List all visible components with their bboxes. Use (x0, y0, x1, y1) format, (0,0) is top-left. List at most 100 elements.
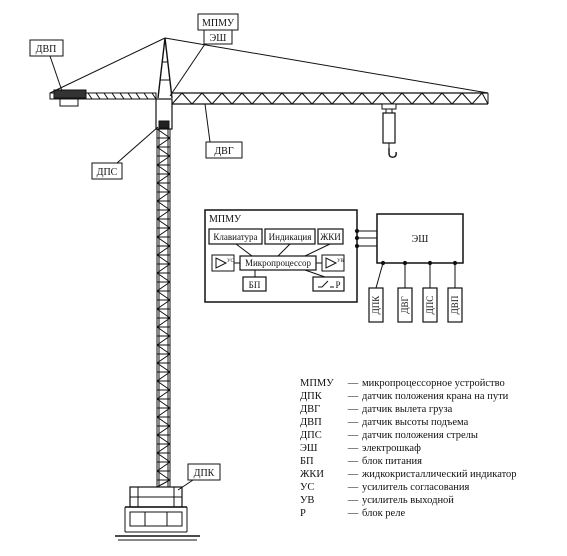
legend-dash: — (347, 404, 359, 415)
lattice-member (156, 434, 171, 445)
lattice-member (261, 92, 273, 105)
label-box-dvg (205, 141, 243, 159)
indication-label: Индикация (269, 232, 312, 242)
lattice-member (156, 128, 171, 139)
lattice-member (156, 317, 171, 328)
lattice-member (156, 362, 171, 373)
lattice-member (156, 227, 171, 238)
legend-abbr: УВ (300, 495, 315, 506)
bp-label: БП (249, 280, 261, 290)
lattice-member (119, 92, 125, 100)
lattice-member (471, 92, 483, 105)
legend-abbr: ДПС (300, 430, 322, 441)
jib-lattice (171, 92, 489, 105)
lattice-member (461, 92, 473, 105)
legend-abbr: БП (300, 456, 314, 467)
legend-description: датчик положения крана на пути (362, 391, 509, 402)
lattice-member (156, 263, 171, 274)
legend-abbr: ЭШ (300, 443, 318, 454)
legend-dash: — (347, 391, 359, 402)
lattice-member (221, 92, 233, 105)
legend-row: Р — блок реле (300, 507, 562, 520)
lattice-member (156, 308, 171, 319)
lattice-member (156, 236, 171, 247)
lattice-member (391, 92, 403, 105)
lcd-label: ЖКИ (320, 232, 341, 242)
lattice-member (156, 137, 171, 148)
tower-lattice (156, 128, 171, 488)
lattice-member (156, 479, 171, 488)
legend-dash: — (347, 482, 359, 493)
esh-label: ЭШ (412, 234, 429, 245)
lattice-member (156, 164, 171, 175)
lattice-member (156, 290, 171, 301)
keyboard-label: Клавиатура (213, 232, 257, 242)
lattice-member (111, 92, 117, 100)
lattice-member (156, 146, 171, 157)
sensor-label-dvg: ДВГ (400, 296, 410, 313)
lattice-member (156, 380, 171, 391)
lattice-member (156, 272, 171, 283)
lattice-member (411, 92, 423, 105)
label-box-esh (203, 29, 233, 45)
lattice-member (151, 92, 157, 100)
crane (49, 37, 489, 541)
legend-dash: — (347, 495, 359, 506)
lattice-member (135, 92, 141, 100)
lattice-member (291, 92, 303, 105)
legend-description: усилитель выходной (362, 495, 454, 506)
legend-description: жидкокристаллический индикатор (362, 469, 517, 480)
legend-row: ДВП — датчик высоты подъема (300, 416, 562, 429)
lattice-member (156, 254, 171, 265)
lattice-member (361, 92, 373, 105)
legend-description: датчик вылета груза (362, 404, 453, 415)
lattice-member (156, 407, 171, 418)
lattice-member (156, 344, 171, 355)
legend-dash: — (347, 508, 359, 519)
lattice-member (156, 443, 171, 454)
legend-abbr: ДВГ (300, 404, 321, 415)
legend-dash: — (347, 378, 359, 389)
lattice-member (156, 299, 171, 310)
legend-row: МПМУ — микропроцессорное устройство (300, 377, 562, 390)
label-dvp: ДВП (36, 44, 57, 55)
legend-abbr: ДВП (300, 417, 322, 428)
lattice-member (451, 92, 463, 105)
label-dps: ДПС (97, 167, 118, 178)
legend-description: микропроцессорное устройство (362, 378, 505, 389)
legend-row: УВ — усилитель выходной (300, 494, 562, 507)
block-diagram (204, 209, 464, 323)
lattice-member (381, 92, 393, 105)
relay-label: Р (335, 280, 340, 290)
label-dvg: ДВГ (214, 146, 233, 157)
mpmu-title: МПМУ (209, 214, 242, 225)
lattice-member (201, 92, 213, 105)
lattice-member (441, 92, 453, 105)
legend-description: электрошкаф (362, 443, 421, 454)
lattice-member (95, 92, 101, 100)
lattice-member (431, 92, 443, 105)
lattice-member (156, 335, 171, 346)
lattice-member (241, 92, 253, 105)
sensor-box-dvg (397, 287, 413, 323)
label-box-dvp (29, 39, 64, 57)
legend-row: БП — блок питания (300, 455, 562, 468)
esh-block (376, 213, 464, 264)
lattice-member (371, 92, 383, 105)
lattice-member (231, 92, 243, 105)
lattice-member (156, 371, 171, 382)
lattice-member (401, 92, 413, 105)
lattice-member (156, 416, 171, 427)
lattice-member (156, 173, 171, 184)
lattice-member (156, 218, 171, 229)
lattice-member (181, 92, 193, 105)
sensor-box-dvp (447, 287, 463, 323)
lattice-member (321, 92, 333, 105)
legend-abbr: ЖКИ (300, 469, 324, 480)
lattice-member (156, 353, 171, 364)
lattice-member (87, 92, 93, 100)
lattice-member (481, 92, 489, 105)
lattice-member (341, 92, 353, 105)
legend-abbr: Р (300, 508, 306, 519)
